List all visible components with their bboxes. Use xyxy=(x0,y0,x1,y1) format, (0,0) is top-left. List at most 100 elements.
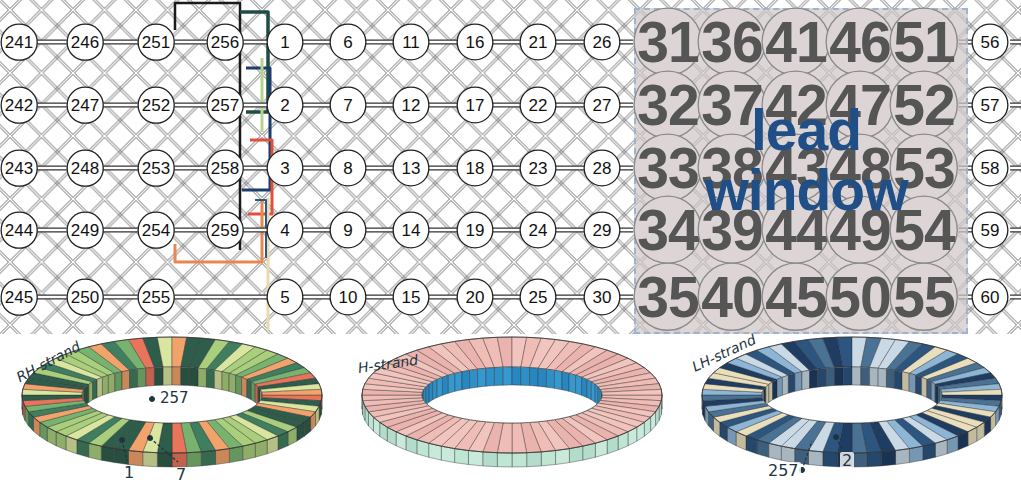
torus-top-segment xyxy=(262,389,322,395)
torus-inner-segment xyxy=(89,382,93,402)
link-group xyxy=(303,230,330,231)
leader-dot xyxy=(150,397,155,402)
double-link-gap xyxy=(174,229,207,232)
torus-inner-segment xyxy=(448,373,455,393)
link-group xyxy=(174,105,207,106)
torus-top-segment xyxy=(362,395,422,401)
torus-wall-segment xyxy=(468,451,482,466)
node-circle xyxy=(330,279,366,315)
node-number: 8 xyxy=(343,160,352,177)
double-link-gap xyxy=(366,296,393,299)
link-group xyxy=(103,230,138,231)
strand-node: 13 xyxy=(392,149,430,187)
window-title: lead window xyxy=(656,100,956,220)
torus-inner-segment xyxy=(97,377,102,397)
node-circle xyxy=(1,150,37,186)
node-number: 11 xyxy=(402,34,420,51)
strand-node: 15 xyxy=(392,278,430,316)
torus-inner-segment xyxy=(795,372,802,392)
callout-number: 257 xyxy=(766,462,801,480)
double-link xyxy=(103,103,138,108)
node-circle xyxy=(698,8,765,75)
node-circle xyxy=(138,87,174,123)
node-circle xyxy=(584,212,620,248)
double-link xyxy=(366,228,393,233)
node-number: 14 xyxy=(402,222,421,239)
double-link-gap xyxy=(620,229,633,232)
torus-inner-segment xyxy=(521,367,530,385)
strand-name: LH-strand xyxy=(690,332,758,374)
double-link-gap xyxy=(174,41,207,44)
torus-inner-segment xyxy=(214,370,222,389)
double-link xyxy=(303,40,330,45)
torus-inner-segment xyxy=(198,368,206,387)
double-link-gap xyxy=(429,296,457,299)
node-number: 58 xyxy=(981,160,1000,177)
node-number: 57 xyxy=(981,97,1000,114)
torus-inner-segment xyxy=(247,379,252,399)
link-group xyxy=(366,230,393,231)
strand-node: 28 xyxy=(583,149,621,187)
node-circle xyxy=(67,279,103,315)
double-link-gap xyxy=(303,296,330,299)
torus-inner-segment xyxy=(251,382,255,402)
strand-node: 9 xyxy=(329,211,367,249)
node-circle xyxy=(634,71,701,138)
torus-inner-segment xyxy=(894,370,902,389)
link-group xyxy=(556,297,584,298)
line-stub xyxy=(1010,166,1021,171)
torus-inner-segment xyxy=(108,373,115,393)
strand-node: 31 xyxy=(632,6,703,77)
link-group xyxy=(103,297,138,298)
torus-inner-segment xyxy=(424,387,426,408)
node-circle xyxy=(972,150,1008,186)
node-circle xyxy=(826,263,893,330)
node-circle xyxy=(584,150,620,186)
double-link-gap xyxy=(556,104,584,107)
link-group xyxy=(493,230,520,231)
strand-node: 248 xyxy=(66,149,104,187)
strand-node: 45 xyxy=(760,261,831,332)
node-number: 50 xyxy=(829,267,890,327)
double-link xyxy=(620,228,633,233)
link-group xyxy=(429,230,457,231)
torus-inner-segment xyxy=(138,368,146,387)
torus-inner-segment xyxy=(455,372,462,392)
link-group xyxy=(620,42,633,43)
torus-inner-segment xyxy=(931,382,935,402)
strand-node: 6 xyxy=(329,23,367,61)
torus-inner-segment xyxy=(538,368,546,387)
torus-inner-segment xyxy=(494,367,503,385)
double-link-gap xyxy=(303,167,330,170)
double-link-gap xyxy=(37,229,67,232)
strand-route xyxy=(261,58,264,132)
torus-inner-segment xyxy=(146,368,155,387)
torus-inner-segment xyxy=(154,367,163,385)
node-circle xyxy=(972,87,1008,123)
strand-node: 24 xyxy=(519,211,557,249)
strand-node: 57 xyxy=(971,86,1009,124)
torus-inner-segment xyxy=(902,372,909,392)
node-number: 19 xyxy=(466,222,485,239)
link-group xyxy=(37,42,67,43)
double-link-gap xyxy=(303,41,330,44)
double-link-gap xyxy=(493,229,520,232)
strand-node: 250 xyxy=(66,278,104,316)
node-number: 257 xyxy=(211,97,239,114)
node-number: 40 xyxy=(701,267,762,327)
node-circle xyxy=(457,87,493,123)
torus-inner-segment xyxy=(777,377,782,397)
strand-node: 14 xyxy=(392,211,430,249)
node-circle xyxy=(138,24,174,60)
torus-inner-segment xyxy=(258,387,260,408)
node-circle xyxy=(634,8,701,75)
double-link xyxy=(493,40,520,45)
torus-wall-segment xyxy=(823,452,838,467)
torus-inner-segment xyxy=(587,379,592,399)
node-circle xyxy=(634,196,701,263)
node-number: 12 xyxy=(402,97,421,114)
node-number: 242 xyxy=(5,97,33,114)
strand-node: 8 xyxy=(329,149,367,187)
strand-node: 241 xyxy=(0,23,38,61)
